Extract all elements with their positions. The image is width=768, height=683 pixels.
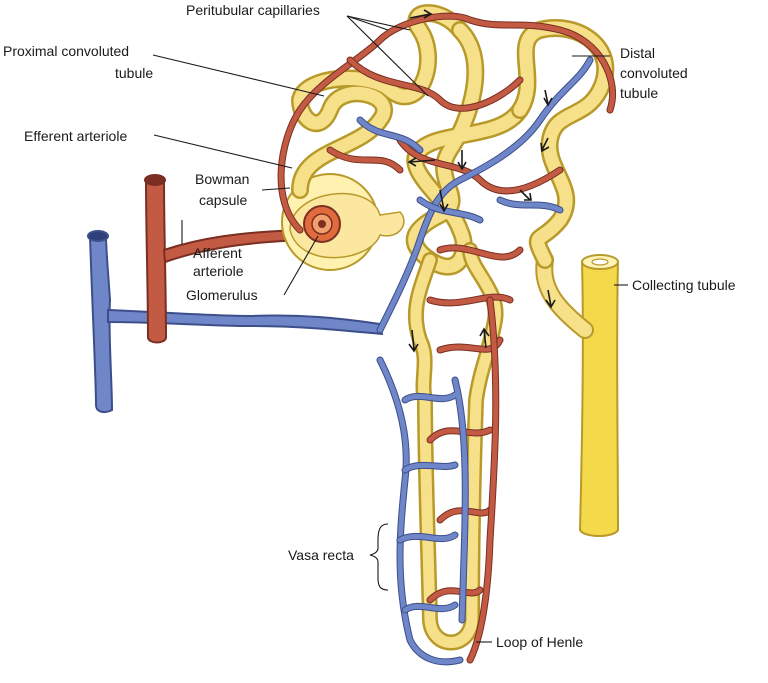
glomerulus-tuft <box>303 205 341 243</box>
label-glomerulus: Glomerulus <box>186 287 258 303</box>
label-distal-line2: convoluted <box>620 65 688 81</box>
label-peritubular-capillaries: Peritubular capillaries <box>186 2 320 18</box>
label-bowman-line2: capsule <box>199 192 247 208</box>
label-afferent-line1: Afferent <box>193 245 242 261</box>
collecting-tubule-vessel <box>535 251 620 537</box>
label-loop-of-henle: Loop of Henle <box>496 634 583 650</box>
label-afferent-line2: arteriole <box>193 263 244 279</box>
renal-vein <box>87 230 384 414</box>
label-collecting-tubule: Collecting tubule <box>632 277 736 293</box>
renal-artery <box>144 174 304 344</box>
label-vasa-recta: Vasa recta <box>288 547 354 563</box>
label-distal-line3: tubule <box>620 85 658 101</box>
label-proximal-line2: tubule <box>115 65 153 81</box>
peritubular-capillary-network <box>277 12 617 666</box>
label-bowman-line1: Bowman <box>195 171 249 187</box>
label-proximal-line1: Proximal convoluted <box>3 43 129 59</box>
label-distal-line1: Distal <box>620 45 655 61</box>
leader-lines <box>152 15 628 643</box>
flow-arrows <box>407 9 556 353</box>
label-efferent-arteriole: Efferent arteriole <box>24 128 127 144</box>
